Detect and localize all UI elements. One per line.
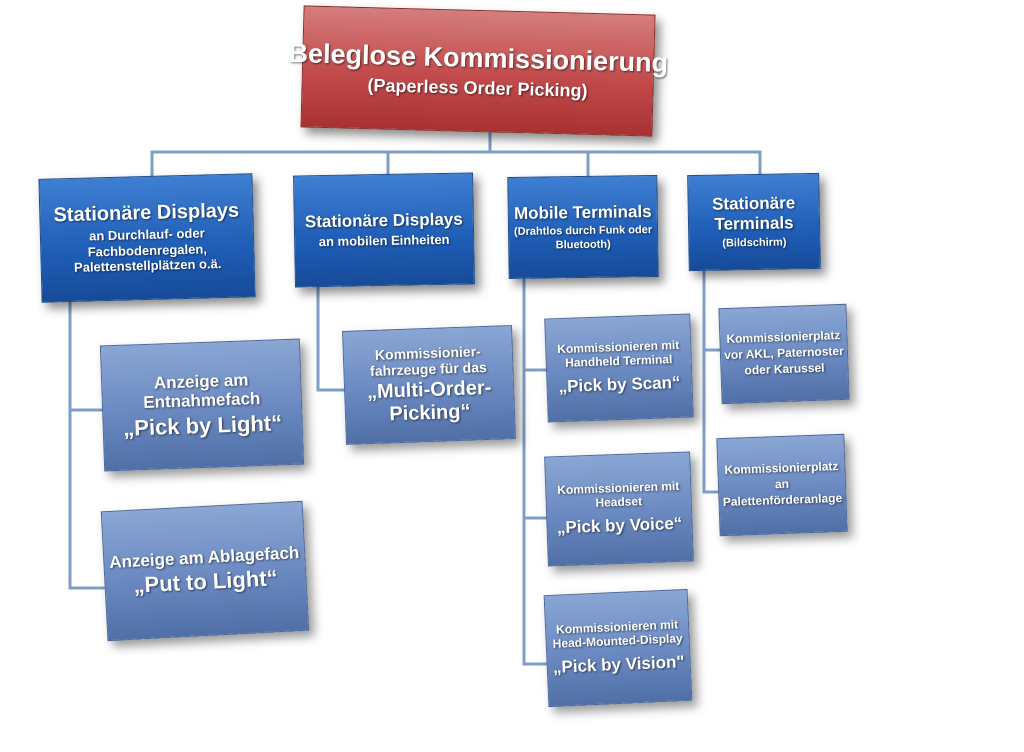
category-mobile-terminals: Mobile Terminals (Drahtlos durch Funk od… [507, 174, 659, 280]
category-stationary-displays-mobile-units: Stationäre Displays an mobilen Einheiten [293, 172, 475, 288]
leaf-quote: „Pick by Vision" [552, 652, 685, 677]
category-line: Bluetooth) [555, 238, 611, 252]
leaf-line: vor AKL, Paternoster [723, 344, 844, 363]
category-title-line: Stationäre [711, 193, 796, 214]
leaf-line: oder Karussel [744, 360, 825, 378]
leaf-line: Head-Mounted-Display [552, 631, 683, 652]
category-line: Palettenstellplätzen o.ä. [73, 256, 222, 276]
category-title: Stationäre Displays [53, 199, 240, 227]
leaf-quote-line: „Multi-Order- [366, 376, 492, 404]
leaf-quote-line: Picking“ [389, 400, 471, 426]
leaf-line: fahrzeuge für das [369, 358, 488, 380]
category-line: an mobilen Einheiten [318, 231, 450, 249]
category-title: Stationäre Displays [304, 209, 463, 232]
leaf-line: Headset [595, 494, 643, 511]
root-node: Beleglose Kommissionierung (Paperless Or… [288, 5, 668, 137]
leaf-line: Kommissionierplatz [724, 459, 839, 478]
leaf-quote: „Pick by Light“ [122, 410, 283, 441]
category-title: Mobile Terminals [513, 201, 652, 223]
root-subtitle: (Paperless Order Picking) [367, 75, 588, 102]
category-stationary-terminals: Stationäre Terminals (Bildschirm) [687, 172, 821, 272]
leaf-pick-by-light: Anzeige am Entnahmefach „Pick by Light“ [99, 338, 305, 472]
leaf-pick-by-scan: Kommissionieren mit Handheld Terminal „P… [544, 313, 694, 423]
root-title: Beleglose Kommissionierung [288, 38, 669, 79]
leaf-picking-station-akl: Kommissionierplatz vor AKL, Paternoster … [718, 303, 850, 405]
leaf-pick-by-vision: Kommissionieren mit Head-Mounted-Display… [543, 588, 693, 708]
leaf-line: Palettenförderanlage [722, 490, 843, 509]
leaf-pick-by-voice: Kommissionieren mit Headset „Pick by Voi… [544, 451, 694, 567]
category-line: (Bildschirm) [722, 236, 787, 250]
leaf-line: an [774, 476, 790, 492]
leaf-quote: „Put to Light“ [132, 565, 279, 598]
leaf-line: Entnahmefach [142, 389, 261, 413]
category-stationary-displays-racks: Stationäre Displays an Durchlauf- oder F… [38, 173, 256, 303]
leaf-quote: „Pick by Scan“ [558, 372, 681, 397]
leaf-put-to-light: Anzeige am Ablagefach „Put to Light“ [100, 500, 310, 642]
category-line: (Drahtlos durch Funk oder [513, 224, 653, 239]
category-title-line: Terminals [714, 212, 794, 234]
leaf-quote: „Pick by Voice“ [556, 513, 683, 538]
leaf-line: Handheld Terminal [564, 352, 673, 371]
leaf-picking-station-pallet-conveyor: Kommissionierplatz an Palettenförderanla… [716, 433, 848, 537]
leaf-multi-order-picking: Kommissionier- fahrzeuge für das „Multi-… [342, 325, 516, 445]
